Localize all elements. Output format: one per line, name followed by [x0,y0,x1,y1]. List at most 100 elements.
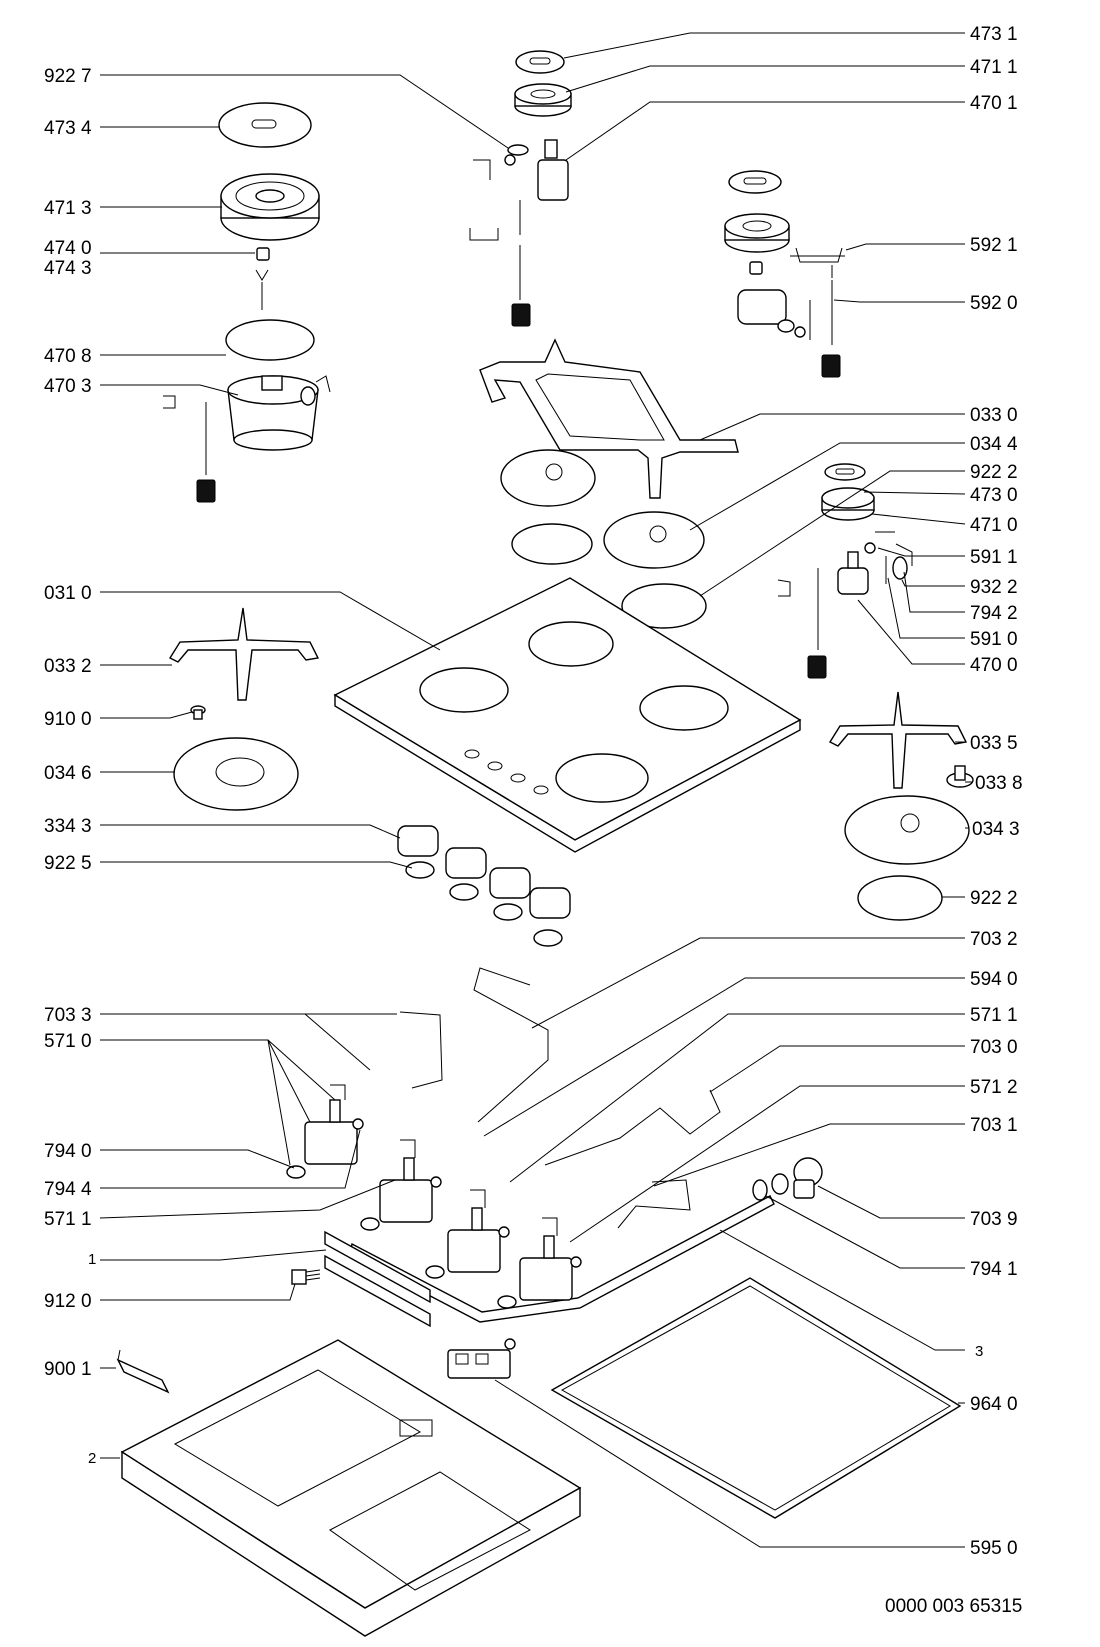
drip-tray-left [173,737,299,811]
label-594-0: 594 0 [970,969,1018,990]
screw-910 [190,705,206,720]
label-034-3: 034 3 [972,819,1020,840]
label-794-2: 794 2 [970,603,1018,624]
burner-crown-right-top [724,213,790,253]
leader-lines [99,32,973,1548]
gas-valve-3 [425,1189,510,1279]
injector-left [256,247,270,261]
label-2: 2 [88,1450,96,1467]
label-473-4: 473 4 [44,118,92,139]
bolt-912 [291,1269,321,1285]
foot-033-8 [946,765,974,788]
gas-pipe-703-1 [617,1179,691,1229]
label-964-0: 964 0 [970,1394,1018,1415]
label-922-2-bottom: 922 2 [970,888,1018,909]
label-470-0: 470 0 [970,655,1018,676]
burner-cap-right-top [728,170,782,194]
burner-cap-right-mid [824,463,866,481]
label-922-5: 922 5 [44,853,92,874]
label-033-8: 033 8 [975,773,1023,794]
burner-crown-right-mid [821,487,875,521]
label-703-3: 703 3 [44,1005,92,1026]
label-910-0: 910 0 [44,709,92,730]
label-794-0: 794 0 [44,1141,92,1162]
label-703-0: 703 0 [970,1037,1018,1058]
label-703-2: 703 2 [970,929,1018,950]
gas-pipe-703-3 [399,1011,443,1089]
gas-pipe-703-2 [473,967,549,1123]
label-033-0: 033 0 [970,405,1018,426]
gas-valve-4 [497,1217,582,1309]
pan-support-large [479,338,739,499]
label-470-3: 470 3 [44,376,92,397]
drip-tray-right [844,795,970,865]
label-703-1: 703 1 [970,1115,1018,1136]
document-number: 0000 003 65315 [885,1596,1022,1617]
label-794-4: 794 4 [44,1179,92,1200]
gasket-back-right [621,583,707,629]
label-033-5: 033 5 [970,733,1018,754]
label-571-1-left: 571 1 [44,1209,92,1230]
label-703-9: 703 9 [970,1209,1018,1230]
control-knobs [397,825,571,947]
burner-body-right-mid [777,531,913,679]
label-794-1: 794 1 [970,1259,1018,1280]
label-3: 3 [975,1343,983,1360]
elbow-703-9 [771,1157,823,1199]
burner-body-left [163,375,331,503]
label-034-6: 034 6 [44,763,92,784]
labels-right: 473 1 471 1 470 1 592 1 592 0 033 0 034 … [970,24,1023,1559]
label-473-0: 473 0 [970,485,1018,506]
labels-left: 922 7 473 4 471 3 474 0 474 3 470 8 470 … [44,66,96,1467]
label-334-3: 334 3 [44,816,92,837]
label-900-1: 900 1 [44,1359,92,1380]
clip-900 [116,1349,170,1394]
label-1: 1 [88,1251,96,1268]
label-034-4: 034 4 [970,434,1018,455]
label-912-0: 912 0 [44,1291,92,1312]
gas-valve-1 [286,1084,364,1179]
hob-top-plate [333,577,802,853]
label-473-1: 473 1 [970,24,1018,45]
label-592-0: 592 0 [970,293,1018,314]
burner-crown-left [220,173,320,241]
burner-body-top-center [469,139,569,327]
gas-valve-2 [360,1139,442,1231]
seal-gasket-964 [550,1277,962,1519]
label-470-1: 470 1 [970,93,1018,114]
burner-cap-small-top [515,50,565,74]
gas-pipe-594-0 [544,1089,721,1166]
label-932-2: 932 2 [970,577,1018,598]
washer-794-1 [752,1179,768,1201]
label-595-0: 595 0 [970,1538,1018,1559]
label-474-0: 474 0 [44,238,92,259]
gasket-right [857,875,943,921]
drip-tray-back-right [603,511,705,569]
label-471-3: 471 3 [44,198,92,219]
mounting-rail [324,1230,431,1304]
parts-group [116,50,974,1637]
burner-body-right-top [737,247,845,378]
base-tray [120,1339,582,1637]
gasket-back-left [511,523,593,565]
ignition-module [447,1338,516,1379]
label-591-0: 591 0 [970,629,1018,650]
gasket-ring-left [225,319,315,361]
label-031-0: 031 0 [44,583,92,604]
label-474-3: 474 3 [44,258,92,279]
label-033-2: 033 2 [44,656,92,677]
label-571-1-right: 571 1 [970,1005,1018,1026]
label-922-2-top: 922 2 [970,462,1018,483]
label-471-1: 471 1 [970,57,1018,78]
label-571-0: 571 0 [44,1031,92,1052]
label-470-8: 470 8 [44,346,92,367]
pan-support-left [168,607,320,701]
label-591-1: 591 1 [970,547,1018,568]
label-571-2: 571 2 [970,1077,1018,1098]
label-922-7: 922 7 [44,66,92,87]
label-592-1: 592 1 [970,235,1018,256]
burner-cap-large-left [218,102,312,148]
pan-support-right [828,691,968,789]
label-471-0: 471 0 [970,515,1018,536]
